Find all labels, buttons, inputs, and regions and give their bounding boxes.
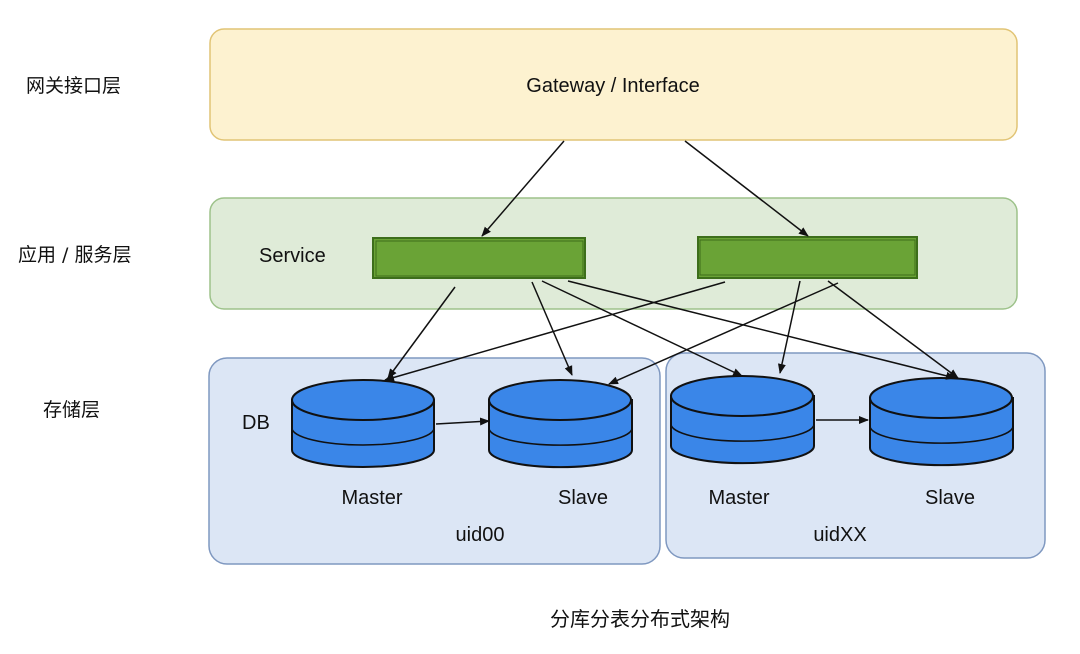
gateway-layer-box xyxy=(209,28,1018,141)
arrow-gateway-to-service-2 xyxy=(684,140,809,237)
layer-label-service: 应用 / 服务层 xyxy=(18,244,131,266)
db-cylinder-master-uidxx xyxy=(670,375,815,465)
arrow-gateway-to-service-1 xyxy=(481,140,565,237)
master-label-uid00: Master xyxy=(341,487,402,509)
arrow-service2-to-master-uidxx xyxy=(778,280,801,374)
arrow-service2-to-slave-uid00 xyxy=(608,282,839,385)
arrow-service1-to-slave-uidxx xyxy=(567,280,956,380)
arrow-service1-to-master-uidxx xyxy=(541,280,743,377)
arrow-service1-to-master-uid00 xyxy=(387,286,456,379)
diagram-caption: 分库分表分布式架构 xyxy=(550,607,730,631)
group-name-uid00: uid00 xyxy=(456,524,505,546)
service-label: Service xyxy=(259,245,326,267)
arrow-service2-to-slave-uidxx xyxy=(827,280,959,379)
group-name-uidxx: uidXX xyxy=(813,524,866,546)
service-node-2 xyxy=(697,236,918,279)
slave-label-uidxx: Slave xyxy=(925,487,975,509)
service-node-1 xyxy=(372,237,586,279)
master-label-uidxx: Master xyxy=(708,487,769,509)
db-cylinder-slave-uid00 xyxy=(488,379,633,469)
arrow-service1-to-slave-uid00 xyxy=(531,281,573,376)
service-layer-box xyxy=(209,197,1018,310)
gateway-label: Gateway / Interface xyxy=(526,75,699,97)
layer-label-storage: 存储层 xyxy=(43,399,100,421)
layer-label-gateway: 网关接口层 xyxy=(26,75,121,97)
db-cylinder-master-uid00 xyxy=(291,379,435,468)
slave-label-uid00: Slave xyxy=(558,487,608,509)
db-label: DB xyxy=(242,412,270,434)
db-cylinder-slave-uidxx xyxy=(869,377,1014,467)
arrow-replication-uid00 xyxy=(435,417,490,426)
arrow-service2-to-master-uid00 xyxy=(384,281,726,382)
